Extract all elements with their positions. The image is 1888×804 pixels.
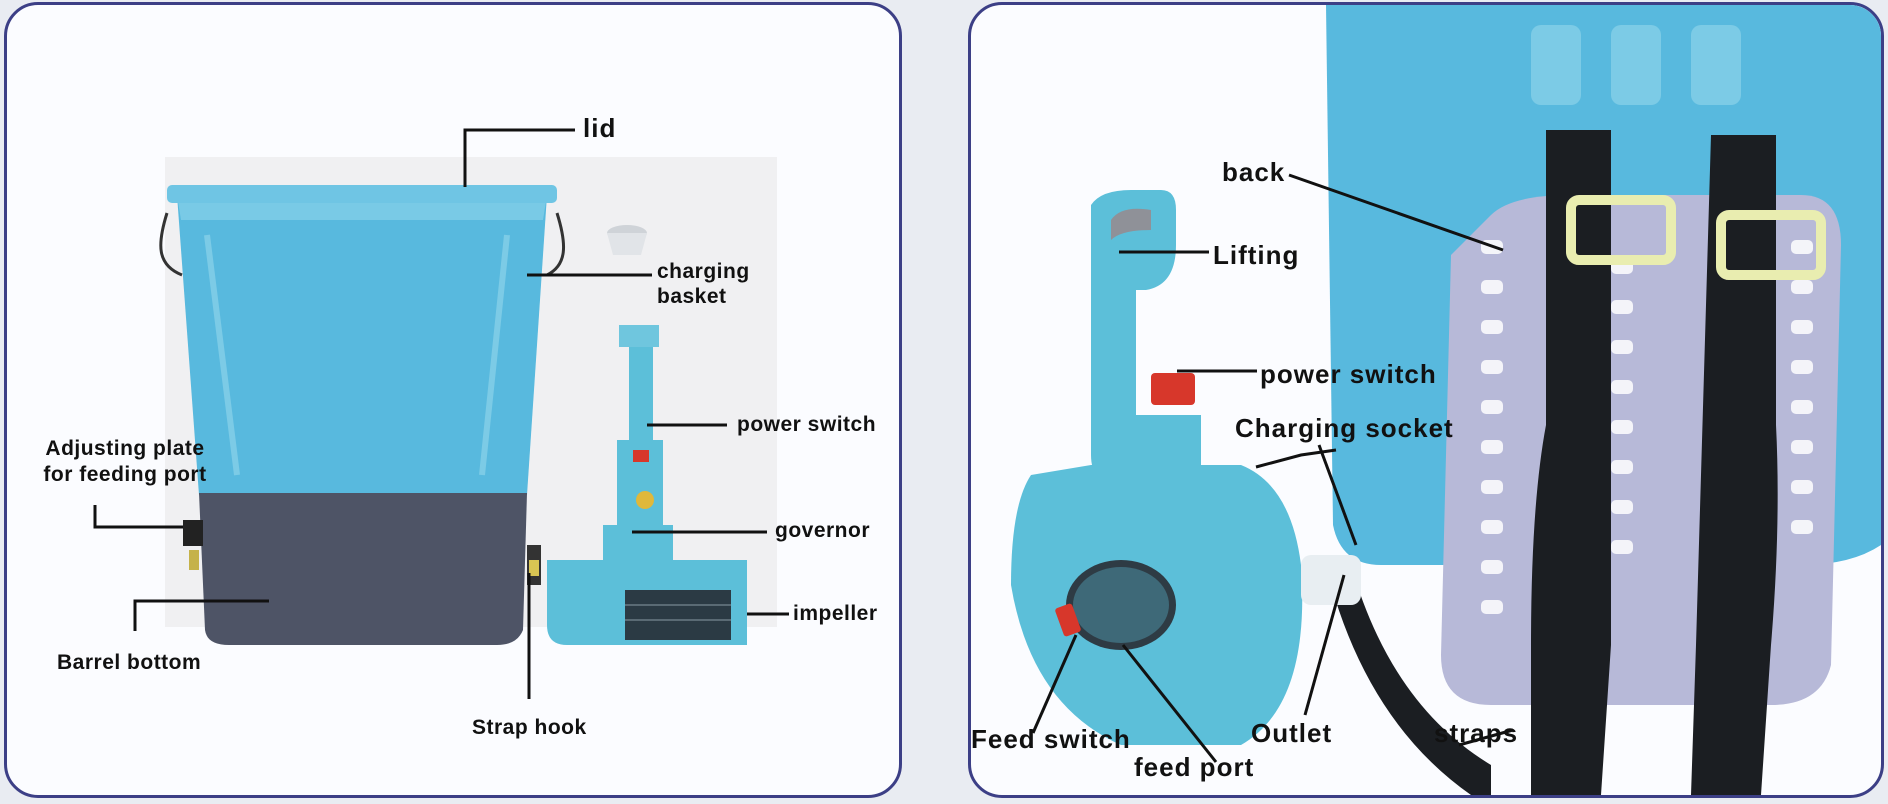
- feed-port-part: [1066, 560, 1176, 650]
- label-adjusting-plate-line1: Adjusting plate: [45, 437, 205, 460]
- label-impeller: impeller: [793, 602, 878, 625]
- label-lifting: Lifting: [1213, 240, 1300, 270]
- power-switch-part: [633, 450, 649, 462]
- label-power-switch-right: power switch: [1260, 359, 1437, 389]
- buckle-right: [1716, 210, 1826, 280]
- strap-right: [1691, 135, 1778, 795]
- barrel-bottom-part: [199, 493, 527, 645]
- label-feed-switch: Feed switch: [971, 724, 1131, 754]
- label-feed-port: feed port: [1134, 752, 1255, 782]
- label-governor: governor: [775, 519, 871, 542]
- left-panel: lid charging basket power switch Adjusti…: [4, 2, 902, 798]
- barrel-body: [177, 195, 547, 495]
- lifting-handle: [1091, 190, 1201, 485]
- outlet-part: [1301, 555, 1361, 605]
- label-charging-basket-line1: charging: [657, 260, 750, 283]
- feed-switch-part: [1055, 603, 1081, 637]
- sprayer-back-illustration: [1011, 5, 1881, 795]
- buckle-left: [1566, 195, 1676, 265]
- label-charging-basket-line2: basket: [657, 285, 727, 308]
- label-outlet: Outlet: [1251, 718, 1333, 748]
- label-straps: straps: [1434, 718, 1519, 748]
- right-panel: back Lifting power switch Charging socke…: [968, 2, 1884, 798]
- barrel-lid: [167, 185, 557, 203]
- label-barrel-bottom: Barrel bottom: [57, 651, 202, 674]
- label-power-switch: power switch: [737, 413, 877, 436]
- label-strap-hook: Strap hook: [472, 716, 587, 739]
- label-adjusting-plate-line2: for feeding port: [43, 463, 207, 486]
- label-lid: lid: [583, 113, 617, 143]
- barrel-illustration: [93, 128, 789, 699]
- label-charging-socket: Charging socket: [1235, 413, 1454, 443]
- power-switch-part-right: [1151, 373, 1195, 405]
- strap-left: [1531, 130, 1611, 795]
- label-back: back: [1222, 157, 1286, 187]
